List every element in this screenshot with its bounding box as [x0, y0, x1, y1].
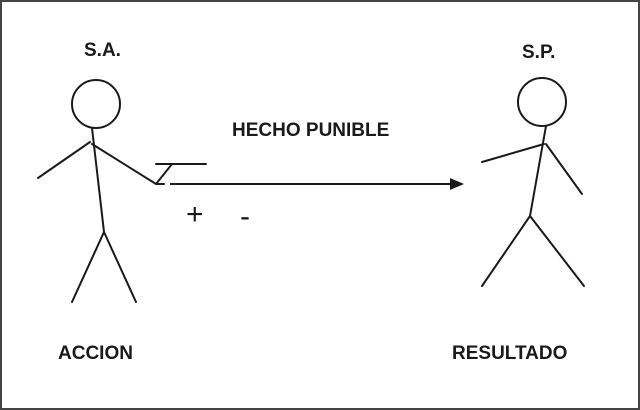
sp-head: [517, 77, 567, 127]
stick-figure-sa: [37, 79, 157, 303]
sp-right-leg: [529, 215, 585, 287]
label-hecho-punible: HECHO PUNIBLE: [232, 120, 390, 141]
sa-head: [71, 79, 121, 129]
stick-figure-sp: [481, 77, 585, 287]
sp-body: [529, 125, 547, 217]
label-sujeto-activo: S.A.: [84, 40, 121, 61]
plus-sign: +: [186, 198, 204, 231]
label-sujeto-pasivo: S.P.: [522, 42, 556, 63]
sp-left-arm: [481, 143, 545, 163]
sp-right-arm: [545, 143, 583, 195]
sa-right-arm: [91, 143, 157, 185]
sa-right-leg: [103, 231, 137, 303]
sp-left-leg: [481, 215, 531, 287]
minus-sign: -: [240, 200, 250, 233]
arrowhead-icon: [450, 178, 464, 190]
gun-icon: [155, 163, 207, 185]
label-accion: ACCION: [58, 343, 133, 364]
sa-left-arm: [37, 141, 91, 179]
action-arrow: [170, 178, 464, 190]
sa-body: [91, 127, 105, 233]
sa-left-leg: [71, 231, 105, 303]
label-resultado: RESULTADO: [452, 343, 568, 364]
